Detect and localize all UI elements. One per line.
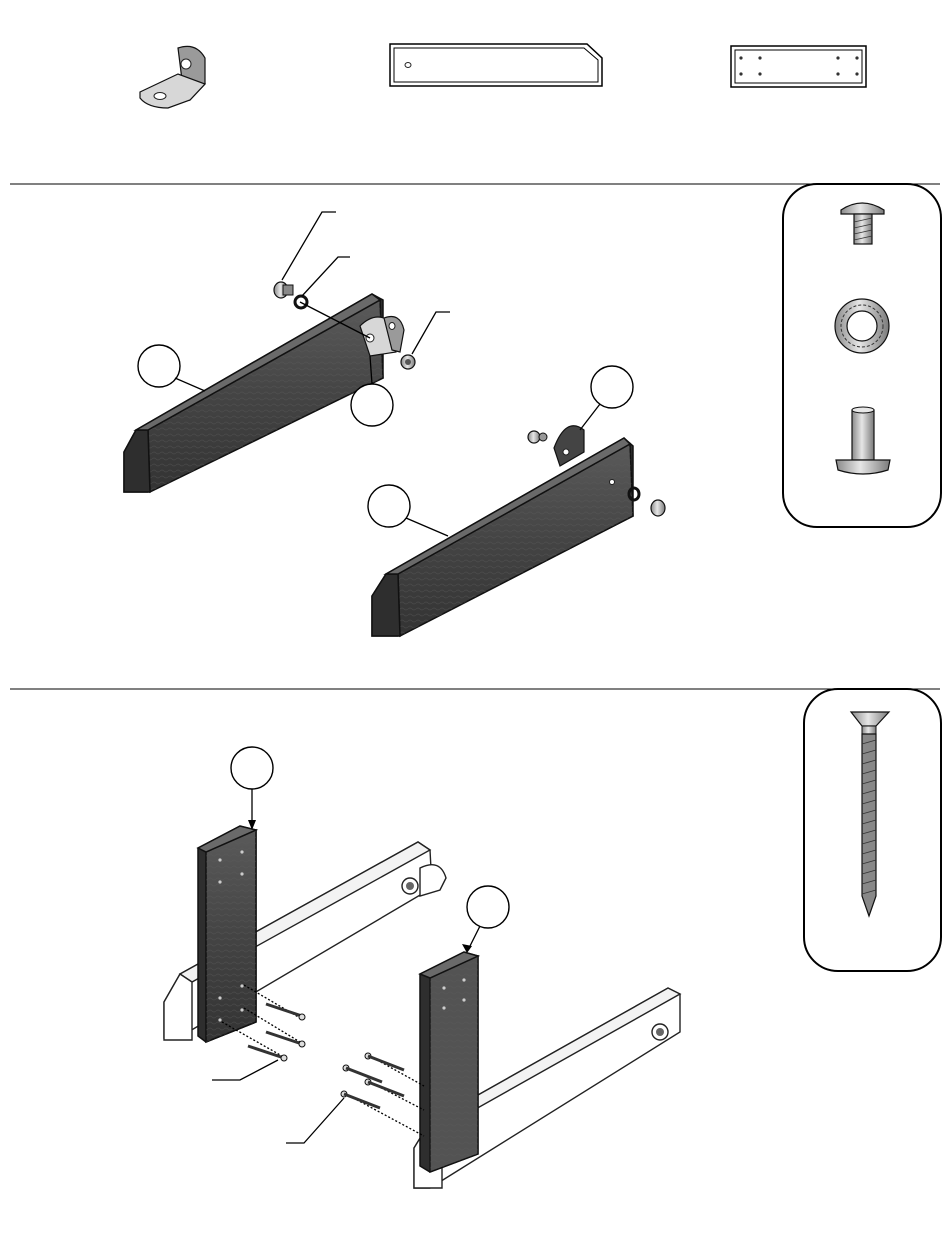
callout-post-1 — [231, 747, 273, 830]
angle-bracket-icon — [140, 46, 205, 108]
carriage-bolt-a — [274, 282, 293, 298]
t-nut-b — [528, 431, 547, 443]
upright-post-2 — [420, 952, 478, 1172]
short-board-icon — [731, 46, 866, 87]
screws-post-2 — [341, 1053, 424, 1136]
step2-section — [164, 689, 941, 1188]
lock-washer-b — [629, 488, 639, 500]
leader-lines-step2 — [212, 1060, 344, 1143]
hardware-box-step1 — [783, 184, 941, 527]
carriage-bolt-b — [651, 500, 665, 516]
lock-washer-icon — [835, 299, 889, 353]
step1-section — [124, 184, 941, 636]
callout-board-b — [368, 485, 448, 536]
callout-post-2 — [462, 886, 509, 953]
board-a — [124, 294, 383, 492]
t-nut-a — [401, 355, 415, 369]
callout-bracket-b — [580, 366, 633, 430]
board-b — [372, 438, 633, 636]
callout-board-a — [138, 345, 205, 391]
upright-post-1 — [198, 826, 256, 1042]
hardware-box-step2 — [804, 689, 941, 971]
bracket-b — [554, 426, 584, 466]
parts-strip — [140, 44, 866, 108]
long-board-icon — [390, 44, 602, 86]
